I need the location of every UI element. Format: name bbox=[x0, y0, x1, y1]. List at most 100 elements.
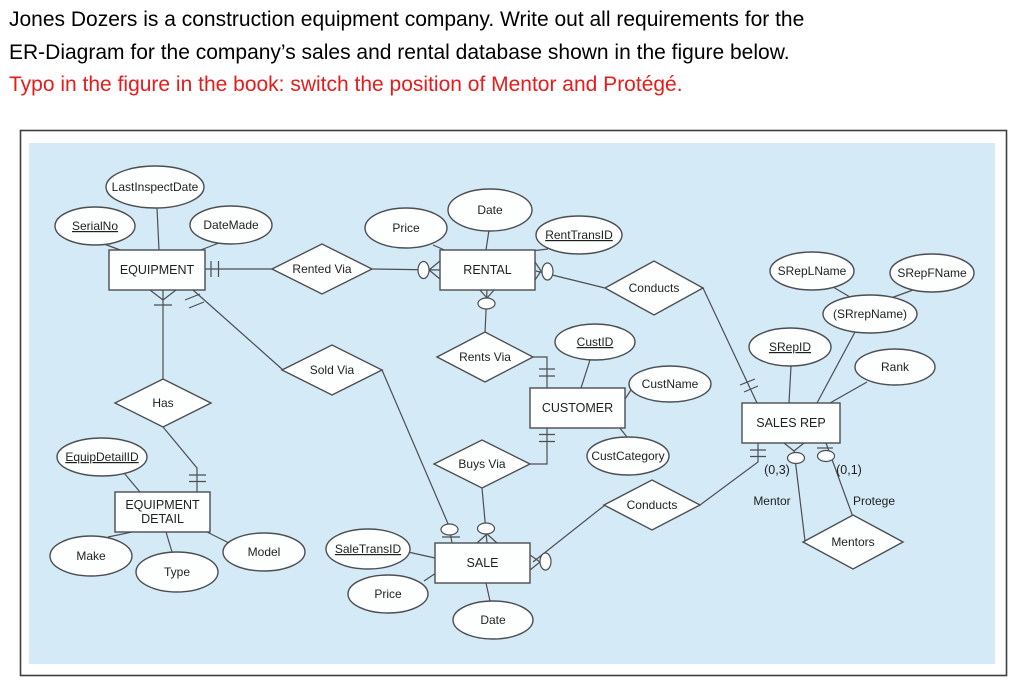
attribute-datemade-label: DateMade bbox=[203, 218, 259, 232]
relationship-conducts-sale bbox=[602, 479, 702, 531]
attribute-lastinspectdate bbox=[105, 165, 205, 209]
entity-customer bbox=[529, 387, 626, 429]
link-salesrep-mentors-protege bbox=[816, 442, 854, 518]
attribute-custcategory-label: CustCategory bbox=[591, 449, 664, 463]
attribute-serialno bbox=[54, 206, 136, 246]
attribute-renttransid-label: RentTransID bbox=[545, 228, 613, 242]
entity-customer-label: CUSTOMER bbox=[542, 401, 613, 415]
attribute-lastinspectdate-label: LastInspectDate bbox=[112, 180, 199, 194]
entity-rental bbox=[439, 249, 536, 291]
attribute-srepid bbox=[748, 327, 832, 367]
relationship-rents-via-label: Rents Via bbox=[459, 350, 511, 364]
attribute-model-label: Model bbox=[248, 545, 281, 559]
attribute-equipdetailid bbox=[56, 437, 148, 477]
relationship-buys-via bbox=[432, 439, 532, 489]
attribute-make-label: Make bbox=[76, 549, 106, 563]
link-rentedvia-rental bbox=[371, 260, 441, 280]
attribute-equipdetailid-label: EquipDetailID bbox=[65, 450, 139, 464]
relationship-has bbox=[113, 378, 213, 428]
relationship-rents-via bbox=[435, 331, 535, 383]
attribute-connectors bbox=[103, 207, 914, 602]
protege-cardinality-label: (0,1) bbox=[836, 463, 862, 477]
relationship-mentors-label: Mentors bbox=[831, 535, 874, 549]
link-sale-conducts2 bbox=[529, 504, 606, 571]
mentor-cardinality-label: (0,3) bbox=[764, 463, 790, 477]
typo-note: Typo in the figure in the book: switch t… bbox=[9, 73, 683, 96]
link-conducts-salesrep bbox=[702, 287, 759, 404]
relationship-conducts-rental-label: Conducts bbox=[629, 281, 680, 295]
attribute-type bbox=[135, 551, 219, 593]
attribute-srrepname-label: (SRrepName) bbox=[833, 307, 907, 321]
relationship-has-label: Has bbox=[152, 396, 173, 410]
attribute-sale-price-label: Price bbox=[374, 587, 402, 601]
entity-equipment-label: EQUIPMENT bbox=[120, 263, 195, 277]
link-equipment-rentedvia bbox=[205, 261, 272, 277]
attribute-sreplname bbox=[769, 251, 855, 291]
entity-sales-rep bbox=[741, 402, 841, 444]
entity-equipment-detail bbox=[114, 491, 211, 533]
attribute-rental-price-label: Price bbox=[392, 221, 420, 235]
problem-statement-line1: Jones Dozers is a construction equipment… bbox=[9, 8, 805, 31]
entity-sales-rep-label: SALES REP bbox=[756, 416, 825, 430]
entity-equipment-detail-label-line1: EQUIPMENT bbox=[125, 498, 200, 512]
diagram-labels: EQUIPMENT RENTAL CUSTOMER SALES REP EQUI… bbox=[65, 180, 967, 627]
relationship-conducts-rental bbox=[603, 260, 705, 316]
relationship-sold-via-label: Sold Via bbox=[310, 363, 355, 377]
attribute-serialno-label: SerialNo bbox=[72, 219, 118, 233]
problem-statement: Jones Dozers is a construction equipment… bbox=[9, 4, 1009, 102]
link-buysvia-sale bbox=[476, 487, 498, 544]
protege-role-label: Protege bbox=[853, 494, 895, 508]
attribute-type-label: Type bbox=[164, 565, 190, 579]
attribute-rental-date-label: Date bbox=[477, 203, 503, 217]
attribute-custid-label: CustID bbox=[577, 335, 614, 349]
link-has-equipmentdetail bbox=[162, 426, 206, 492]
problem-statement-line2: ER-Diagram for the company’s sales and r… bbox=[9, 40, 790, 64]
relationship-diamonds bbox=[113, 243, 905, 570]
attribute-sreplname-label: SRepLName bbox=[778, 264, 847, 278]
link-equipment-soldvia bbox=[184, 289, 284, 371]
mentor-role-label: Mentor bbox=[753, 494, 790, 508]
attribute-custname bbox=[628, 365, 712, 403]
attribute-sale-date-label: Date bbox=[480, 613, 506, 627]
link-equipment-has bbox=[149, 289, 177, 380]
attribute-srepfname bbox=[889, 253, 975, 293]
attribute-rank bbox=[854, 348, 936, 386]
attribute-rank-label: Rank bbox=[881, 360, 910, 374]
attribute-model bbox=[222, 532, 306, 572]
attribute-custname-label: CustName bbox=[642, 377, 699, 391]
attribute-ovals bbox=[49, 165, 975, 640]
attribute-srepfname-label: SRepFName bbox=[897, 266, 967, 280]
attribute-srrepname bbox=[822, 294, 918, 334]
relationship-sold-via bbox=[280, 344, 384, 396]
attribute-custid bbox=[554, 323, 636, 361]
link-buysvia-customer bbox=[530, 427, 555, 465]
relationship-conducts-sale-label: Conducts bbox=[627, 498, 678, 512]
entity-equipment-detail-label-line2: DETAIL bbox=[141, 512, 184, 526]
attribute-saletransid bbox=[325, 528, 411, 570]
link-rental-rentsvia bbox=[477, 288, 496, 334]
entity-sale bbox=[434, 542, 531, 584]
link-rentsvia-customer bbox=[533, 356, 555, 388]
link-rental-conducts bbox=[534, 261, 606, 289]
entity-equipment bbox=[108, 249, 206, 291]
attribute-renttransid bbox=[535, 215, 623, 255]
entity-sale-label: SALE bbox=[467, 556, 499, 570]
link-salesrep-mentors-mentor bbox=[783, 442, 806, 542]
relationship-mentors bbox=[801, 514, 905, 570]
relationship-rented-via-label: Rented Via bbox=[292, 262, 351, 276]
attribute-sale-date bbox=[452, 600, 534, 640]
attribute-rental-price bbox=[364, 207, 448, 249]
link-soldvia-sale bbox=[381, 369, 460, 544]
attribute-custcategory bbox=[586, 436, 670, 476]
entity-rectangles bbox=[108, 249, 841, 584]
attribute-rental-date bbox=[447, 188, 533, 232]
link-conducts2-salesrep bbox=[699, 443, 766, 506]
relationship-rented-via bbox=[270, 243, 374, 295]
attribute-make bbox=[49, 535, 133, 577]
entity-rental-label: RENTAL bbox=[463, 263, 511, 277]
relationship-buys-via-label: Buys Via bbox=[458, 457, 505, 471]
attribute-saletransid-label: SaleTransID bbox=[335, 542, 402, 556]
attribute-sale-price bbox=[347, 574, 429, 614]
